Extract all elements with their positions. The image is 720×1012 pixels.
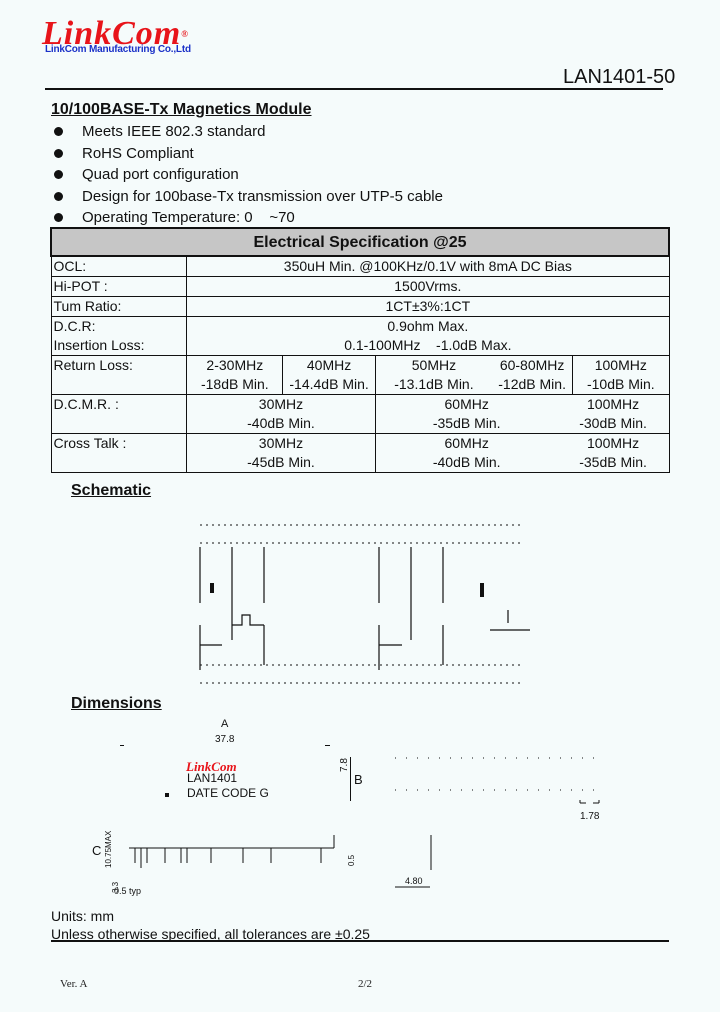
table-row: D.C.R: 0.9ohm Max. xyxy=(50,316,670,336)
product-title: 10/100BASE-Tx Magnetics Module xyxy=(51,101,312,118)
dim-c-label: C xyxy=(92,843,102,858)
ct-freq: 100MHz xyxy=(557,433,670,453)
ct-value: -40dB Min. xyxy=(374,453,558,473)
notes: Units: mm Unless otherwise specified, al… xyxy=(51,907,370,943)
feature-item: Operating Temperature: 0 ~70 xyxy=(51,207,443,229)
bullet-icon xyxy=(54,127,63,136)
marking-part: LAN1401 xyxy=(187,771,238,785)
ct-value: -35dB Min. xyxy=(557,453,670,473)
electrical-spec-table: Electrical Specification @25 OCL: 350uH … xyxy=(50,227,670,473)
rl-value: -10dB Min. xyxy=(572,375,670,395)
feature-item: Quad port configuration xyxy=(51,164,443,186)
dim-c-value: 10.75MAX xyxy=(104,830,113,868)
rl-value: -18dB Min. xyxy=(186,375,284,395)
dcmr-freq: 60MHz xyxy=(374,394,558,414)
bullet-icon xyxy=(54,213,63,222)
footer-rule xyxy=(51,940,669,942)
pin1-marker-icon xyxy=(165,793,169,797)
hipot-value: 1500Vrms. xyxy=(186,276,670,297)
rl-value: -14.4dB Min. xyxy=(282,375,376,395)
cross-talk-label: Cross Talk : xyxy=(50,433,188,473)
schematic-title: Schematic xyxy=(71,482,152,499)
side-width-value: 4.80 xyxy=(405,876,423,886)
dim-b-value: 7.8 xyxy=(339,758,350,772)
feature-text: RoHS Compliant xyxy=(82,144,194,162)
table-row: -18dB Min. -14.4dB Min. -13.1dB Min. -12… xyxy=(51,375,670,395)
version-label: Ver. A xyxy=(60,978,88,990)
dcmr-value: -40dB Min. xyxy=(186,414,376,434)
dcmr-value: -35dB Min. xyxy=(374,414,558,434)
schematic-diagram xyxy=(199,524,530,684)
ct-freq: 60MHz xyxy=(374,433,558,453)
turn-ratio-label: Tum Ratio: xyxy=(50,296,188,317)
return-loss-label: Return Loss: xyxy=(50,355,188,395)
dcmr-freq: 100MHz xyxy=(557,394,670,414)
registered-mark: ® xyxy=(181,29,189,39)
feature-list: Meets IEEE 802.3 standard RoHS Compliant… xyxy=(51,121,443,229)
table-row: -45dB Min. -40dB Min. -35dB Min. xyxy=(51,453,670,473)
dim-a-tick xyxy=(120,745,124,746)
table-row: Return Loss: 2-30MHz 40MHz 50MHz 60-80MH… xyxy=(50,355,670,395)
feature-item: RoHS Compliant xyxy=(51,143,443,165)
dim-a-tick xyxy=(325,745,330,746)
turn-ratio-value: 1CT±3%:1CT xyxy=(186,296,670,317)
header-rule xyxy=(45,88,663,90)
linkcom-logo: LinkCom® xyxy=(42,17,189,51)
company-name: LinkCom Manufacturing Co.,Ltd xyxy=(45,44,191,55)
feature-text: Design for 100base-Tx transmission over … xyxy=(82,187,443,205)
marking-logo: LinkCom xyxy=(186,759,237,774)
page-number: 2/2 xyxy=(358,978,373,990)
bullet-icon xyxy=(54,191,63,201)
pin-pitch-value: 1.78 xyxy=(580,811,600,822)
table-row: Cross Talk : 30MHz 60MHz 100MHz xyxy=(50,433,670,473)
insertion-loss-value: 0.1-100MHz -1.0dB Max. xyxy=(186,336,670,356)
feature-text: Meets IEEE 802.3 standard xyxy=(82,123,266,140)
rl-freq: 100MHz xyxy=(572,355,670,375)
ct-value: -45dB Min. xyxy=(186,453,376,473)
ct-freq: 30MHz xyxy=(186,433,376,453)
tolerance-note: Unless otherwise specified, all toleranc… xyxy=(51,926,370,942)
dcmr-label: D.C.M.R. : xyxy=(50,394,188,434)
spec-table-title: Electrical Specification @25 xyxy=(50,227,670,257)
table-row: Tum Ratio: 1CT±3%:1CT xyxy=(50,296,670,317)
feature-text: Quad port configuration xyxy=(82,166,239,183)
bullet-icon xyxy=(54,148,63,158)
rl-value: -13.1dB Min. xyxy=(374,375,493,395)
dim-a-label: A xyxy=(221,718,229,730)
pin-row-diagram xyxy=(395,757,600,804)
feature-item: Design for 100base-Tx transmission over … xyxy=(51,186,443,208)
dim-b-line xyxy=(350,757,351,801)
dcmr-value: -30dB Min. xyxy=(557,414,670,434)
marking-date: DATE CODE G xyxy=(187,786,269,800)
rl-value: -12dB Min. xyxy=(492,375,574,395)
pitch-label: 0.5 typ xyxy=(114,886,142,896)
insertion-loss-label: Insertion Loss: xyxy=(50,336,188,356)
units-note: Units: mm xyxy=(51,908,114,924)
feature-text: Operating Temperature: 0 ~70 xyxy=(82,209,295,226)
feature-item: Meets IEEE 802.3 standard xyxy=(51,121,443,143)
side-view-diagram xyxy=(129,835,432,888)
dimensions-title: Dimensions xyxy=(71,695,162,712)
part-number: LAN1401-50 xyxy=(563,66,676,88)
table-row: OCL: 350uH Min. @100KHz/0.1V with 8mA DC… xyxy=(50,255,670,277)
logo-text: LinkCom xyxy=(42,15,182,52)
table-row: Hi-POT : 1500Vrms. xyxy=(50,276,670,297)
dim-a-value: 37.8 xyxy=(215,734,235,745)
ocl-value: 350uH Min. @100KHz/0.1V with 8mA DC Bias xyxy=(186,255,670,277)
dim-b-label: B xyxy=(354,772,363,787)
lead-label: 0.5 xyxy=(347,854,356,866)
rl-freq: 2-30MHz xyxy=(186,355,284,375)
rl-freq: 50MHz xyxy=(374,355,493,375)
dcmr-freq: 30MHz xyxy=(186,394,376,414)
dcr-label: D.C.R: xyxy=(50,316,188,336)
rl-freq: 60-80MHz xyxy=(492,355,574,375)
table-row: D.C.M.R. : 30MHz 60MHz 100MHz xyxy=(50,394,670,434)
bullet-icon xyxy=(54,170,63,179)
rl-freq: 40MHz xyxy=(282,355,376,375)
ocl-label: OCL: xyxy=(50,255,188,277)
dcr-value: 0.9ohm Max. xyxy=(186,316,670,336)
table-row: Insertion Loss: 0.1-100MHz -1.0dB Max. xyxy=(50,336,670,356)
hipot-label: Hi-POT : xyxy=(50,276,188,297)
